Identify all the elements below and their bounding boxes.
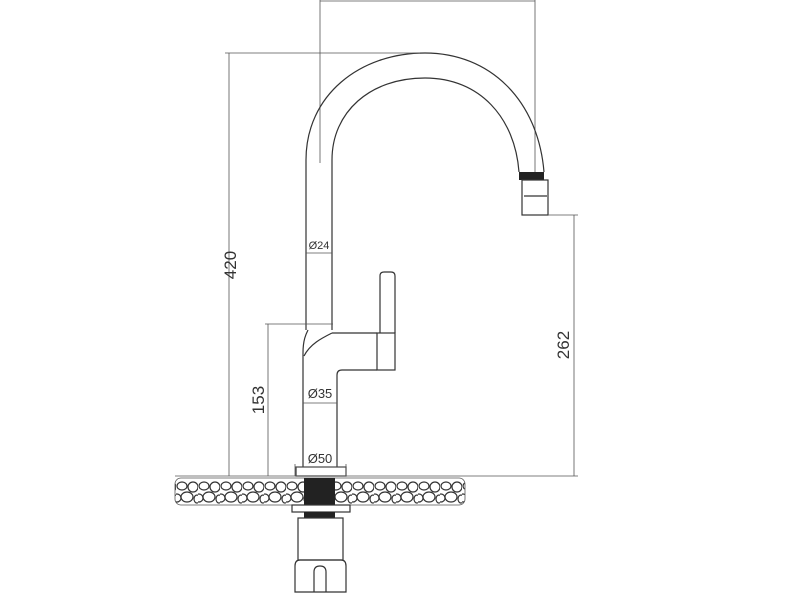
dim-262-label: 262 (554, 331, 573, 359)
faucet-body (302, 271, 396, 467)
mounting-shank (291, 478, 351, 593)
dim-50-label: Ø50 (308, 451, 333, 466)
spout-ring (519, 172, 544, 180)
lever-handle (379, 271, 396, 333)
diameter-50-dimension: Ø50 (294, 451, 347, 476)
diameter-24-dimension: Ø24 (306, 240, 332, 254)
countertop (174, 475, 578, 506)
spout (305, 52, 549, 330)
base-flange (295, 466, 347, 477)
height-262-dimension: 262 (548, 214, 578, 476)
diameter-35-dimension: Ø35 (303, 386, 337, 404)
spout-reach-dimension (319, 0, 536, 172)
aerator (521, 179, 549, 216)
lever-base (376, 332, 396, 371)
height-153-dimension: 153 (249, 323, 333, 476)
dim-153-label: 153 (249, 386, 268, 414)
dim-35-label: Ø35 (308, 386, 333, 401)
height-420-dimension: 420 (221, 52, 420, 476)
dim-24-label: Ø24 (309, 240, 330, 252)
dim-420-label: 420 (221, 251, 240, 279)
